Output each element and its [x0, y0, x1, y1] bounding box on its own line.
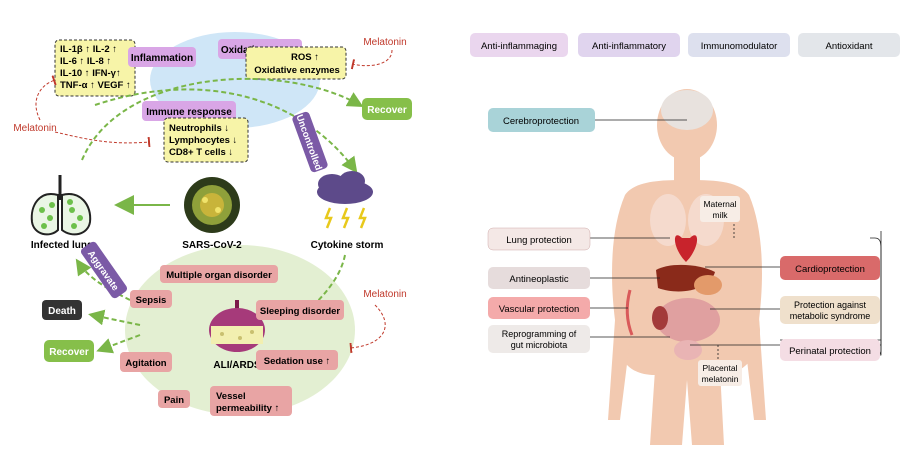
female-body-figure	[608, 89, 766, 445]
placental-melatonin-label: Placental melatonin	[698, 360, 742, 386]
immune-response-label: Immune response	[142, 101, 236, 121]
cytokine-line: TNF-α ↑ VEGF ↑	[60, 80, 131, 91]
inflammation-label: Inflammation	[128, 47, 196, 67]
left-diagram: IL-1β ↑ IL-2 ↑ IL-6 ↑ IL-8 ↑ IL-10 ↑ IFN…	[13, 32, 412, 416]
immune-line: Lymphocytes ↓	[169, 135, 237, 146]
recover-arc	[81, 77, 364, 161]
melatonin-inhibit-arrow	[35, 75, 57, 121]
svg-text:Maternal: Maternal	[703, 199, 736, 209]
death-badge: Death	[42, 300, 82, 320]
multiple-organ-disorder: Multiple organ disorder	[160, 265, 278, 283]
storm-arc	[94, 88, 358, 174]
svg-text:Death: Death	[48, 306, 76, 317]
infected-lung-icon	[30, 175, 92, 236]
melatonin-label-bottom: Melatonin	[363, 289, 406, 300]
immune-line: Neutrophils ↓	[169, 123, 229, 134]
svg-text:melatonin: melatonin	[702, 374, 739, 384]
sepsis: Sepsis	[130, 290, 172, 308]
sars-cov-2-label: SARS-CoV-2	[182, 240, 242, 251]
agitation: Agitation	[120, 352, 172, 372]
ards-label: ALI/ARDS	[213, 360, 261, 371]
svg-text:Inflammation: Inflammation	[131, 53, 193, 64]
svg-text:metabolic syndrome: metabolic syndrome	[790, 311, 871, 321]
melatonin-label-left: Melatonin	[13, 123, 56, 134]
svg-text:Sedation use ↑: Sedation use ↑	[264, 356, 331, 367]
svg-text:Vessel: Vessel	[216, 391, 246, 402]
effect-gut-microbiota: Reprogramming of gut microbiota	[488, 325, 590, 353]
to-death-arrow	[88, 309, 141, 326]
left-panel-covid-pathway: IL-1β ↑ IL-2 ↑ IL-6 ↑ IL-8 ↑ IL-10 ↑ IFN…	[0, 0, 460, 445]
svg-text:Recover: Recover	[49, 347, 89, 358]
aggravate-label: Aggravate	[80, 241, 128, 299]
property-antioxidant: Antioxidant	[798, 33, 900, 57]
sedation-use: Sedation use ↑	[256, 350, 338, 370]
svg-text:Recover: Recover	[367, 105, 407, 116]
property-immunomodulator: Immunomodulator	[688, 33, 790, 57]
immune-line: CD8+ T cells ↓	[169, 147, 233, 158]
svg-text:Placental: Placental	[703, 363, 738, 373]
cytokine-line: IL-6 ↑ IL-8 ↑	[60, 56, 111, 67]
effect-vascular-protection: Vascular protection	[488, 297, 590, 319]
to-recover-arrow	[96, 334, 141, 354]
ros-box: ROS ↑ Oxidative enzymes	[245, 46, 347, 80]
svg-text:Reprogramming of: Reprogramming of	[502, 329, 577, 339]
melatonin-inhibit-arrow	[54, 131, 151, 148]
effect-lung-protection: Lung protection	[487, 227, 591, 251]
svg-text:Pain: Pain	[164, 395, 184, 406]
svg-text:Perinatal protection: Perinatal protection	[789, 346, 871, 357]
svg-text:Antineoplastic: Antineoplastic	[509, 274, 568, 285]
right-panel-melatonin-effects: Anti-inflammaging Anti-inflammatory Immu…	[460, 0, 920, 445]
pain: Pain	[158, 390, 190, 408]
uncontrolled-label: Uncontrolled	[292, 111, 328, 173]
svg-text:Cerebroprotection: Cerebroprotection	[503, 116, 579, 127]
svg-text:Cardioprotection: Cardioprotection	[795, 264, 865, 275]
melatonin-label-top: Melatonin	[363, 37, 406, 48]
cytokine-storm-icon	[317, 171, 373, 229]
svg-text:Protection against: Protection against	[794, 300, 867, 310]
svg-text:Vascular protection: Vascular protection	[499, 304, 580, 315]
property-anti-inflammatory: Anti-inflammatory	[578, 33, 680, 57]
maternal-milk-label: Maternal milk	[700, 196, 740, 222]
infected-lung-label: Infected lung	[31, 240, 93, 251]
vessel-permeability: Vessel permeability ↑	[210, 386, 292, 416]
property-anti-inflammaging: Anti-inflammaging	[470, 33, 568, 57]
svg-text:Lung protection: Lung protection	[506, 235, 572, 246]
immune-cells-box: Neutrophils ↓ Lymphocytes ↓ CD8+ T cells…	[163, 117, 249, 163]
svg-text:permeability ↑: permeability ↑	[216, 403, 279, 414]
svg-text:Sepsis: Sepsis	[136, 295, 167, 306]
ards-lung-icon	[209, 300, 265, 352]
melatonin-inhibit-arrow	[349, 304, 386, 353]
effect-antineoplastic: Antineoplastic	[488, 267, 590, 289]
cytokine-line: IL-1β ↑ IL-2 ↑	[60, 44, 117, 55]
effect-metabolic-syndrome: Protection against metabolic syndrome	[780, 296, 880, 324]
sars-cov-2-icon	[184, 177, 240, 233]
cytokine-line: IL-10 ↑ IFN-γ↑	[60, 68, 121, 79]
cytokine-storm-label: Cytokine storm	[311, 240, 384, 251]
recover-badge-top: Recover	[362, 98, 412, 120]
right-diagram: Anti-inflammaging Anti-inflammatory Immu…	[470, 33, 900, 445]
svg-text:Multiple organ disorder: Multiple organ disorder	[166, 270, 272, 281]
ros-line: Oxidative enzymes	[254, 65, 340, 76]
svg-text:Agitation: Agitation	[125, 358, 166, 369]
melatonin-inhibit-arrow	[350, 49, 393, 70]
svg-text:Antioxidant: Antioxidant	[825, 41, 872, 52]
ros-line: ROS ↑	[291, 52, 319, 63]
effect-cardioprotection: Cardioprotection	[780, 256, 880, 280]
recover-badge-bottom: Recover	[44, 340, 94, 362]
effect-cerebroprotection: Cerebroprotection	[488, 108, 595, 132]
svg-text:Anti-inflammaging: Anti-inflammaging	[481, 41, 557, 52]
cytokine-box: IL-1β ↑ IL-2 ↑ IL-6 ↑ IL-8 ↑ IL-10 ↑ IFN…	[54, 39, 136, 97]
svg-text:Sleeping disorder: Sleeping disorder	[260, 306, 341, 317]
effect-perinatal-protection: Perinatal protection	[780, 339, 880, 361]
svg-text:milk: milk	[712, 210, 728, 220]
svg-text:gut microbiota: gut microbiota	[511, 340, 568, 350]
aggravate-arrow	[75, 258, 131, 301]
svg-text:Immunomodulator: Immunomodulator	[701, 41, 778, 52]
svg-text:Anti-inflammatory: Anti-inflammatory	[592, 41, 666, 52]
svg-text:Immune response: Immune response	[146, 107, 232, 118]
sleeping-disorder: Sleeping disorder	[256, 300, 344, 320]
